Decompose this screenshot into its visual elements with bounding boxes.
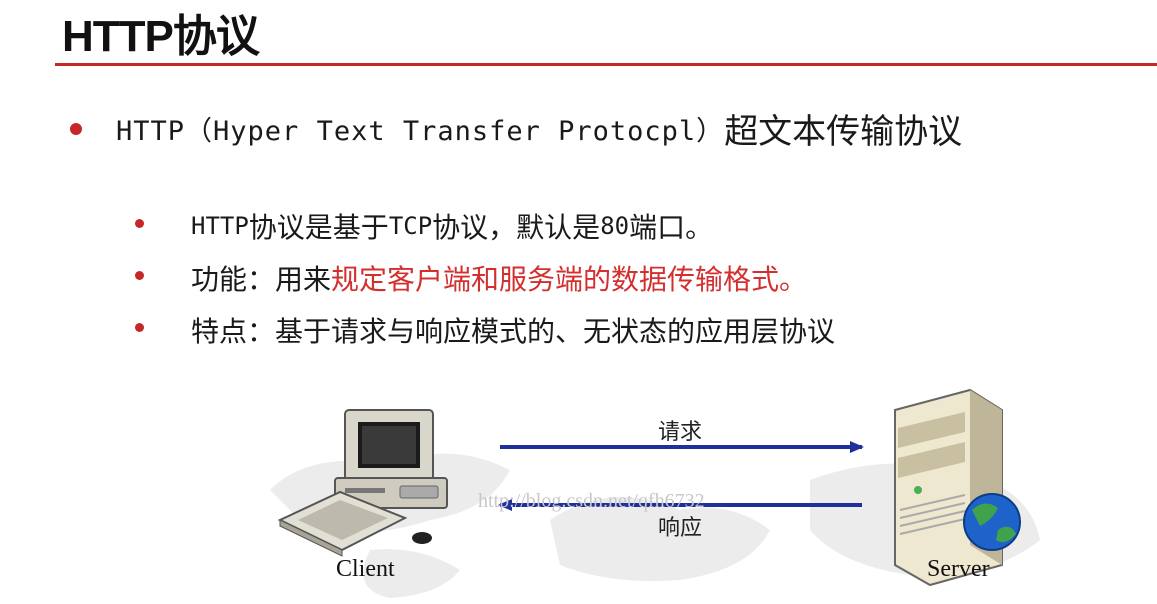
sub-bullet-text: 协议是基于	[248, 211, 389, 244]
sub-bullet-text: 特点：基于请求与响应模式的、无状态的应用层协议	[191, 315, 836, 348]
main-bullet-english: Hyper Text Transfer Protocpl）	[213, 116, 725, 147]
sub-bullet-list: HTTP 协议是基于 TCP 协议，默认是 80 端口。 功能：用来 规定客户端…	[135, 200, 835, 356]
sub-bullet-tcp: TCP	[388, 212, 433, 240]
main-bullet-prefix: HTTP（	[116, 116, 214, 147]
sub-bullet-port: 80	[600, 212, 630, 240]
slide-title: HTTP协议	[62, 12, 260, 61]
title-divider	[55, 63, 1157, 66]
main-bullet: HTTP（ Hyper Text Transfer Protocpl） 超文本传…	[70, 104, 962, 153]
sub-bullet-prefix: 功能：用来	[191, 263, 332, 296]
response-label: 响应	[658, 516, 703, 541]
client-computer-icon	[277, 409, 448, 557]
bullet-dot-icon	[135, 218, 144, 228]
sub-bullet-text: 端口。	[629, 211, 714, 244]
sub-bullet-features: 特点：基于请求与响应模式的、无状态的应用层协议	[135, 304, 835, 356]
sub-bullet-http: HTTP	[191, 212, 249, 240]
bullet-dot-icon	[70, 122, 82, 135]
sub-bullet-text: 协议，默认是	[432, 211, 601, 244]
request-label: 请求	[658, 420, 703, 445]
client-label: Client	[336, 556, 395, 582]
sub-bullet-highlight: 规定客户端和服务端的数据传输格式。	[331, 263, 808, 296]
diagram-graphic	[270, 388, 1040, 598]
server-label: Server	[927, 556, 990, 582]
sub-bullet-protocol: HTTP 协议是基于 TCP 协议，默认是 80 端口。	[135, 200, 835, 252]
watermark-text: http://blog.csdn.net/qfh6732	[478, 490, 705, 512]
sub-bullet-function: 功能：用来 规定客户端和服务端的数据传输格式。	[135, 252, 835, 304]
server-tower-icon	[894, 388, 1021, 587]
main-bullet-chinese: 超文本传输协议	[724, 112, 963, 152]
bullet-dot-icon	[135, 270, 144, 280]
http-diagram: 请求 响应 http://blog.csdn.net/qfh6732 Clien…	[250, 370, 1050, 604]
bullet-dot-icon	[135, 322, 144, 332]
